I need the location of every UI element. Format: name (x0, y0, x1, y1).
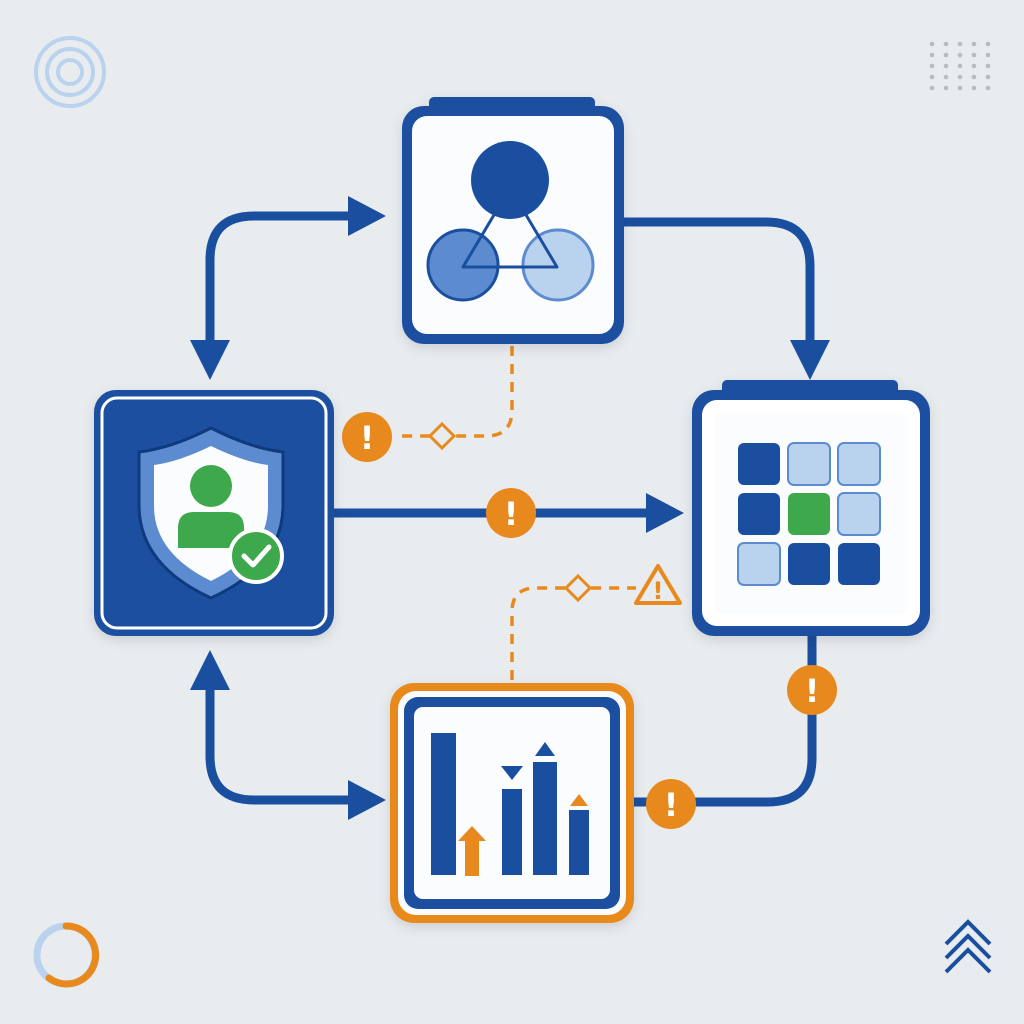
connector-network-to-dashboard (624, 217, 830, 380)
svg-text:!: ! (504, 495, 519, 533)
grid-dashboard-icon (737, 442, 881, 586)
dashed-connector-network-to-security (398, 346, 514, 451)
alert-marker-icon: ! (787, 665, 837, 715)
alert-marker-icon: ! (486, 488, 536, 538)
svg-text:!: ! (664, 786, 679, 824)
bar-chart-icon (431, 733, 589, 876)
dashed-connector-analytics-to-dashboard (510, 573, 636, 680)
dashboard-tile (838, 543, 880, 585)
diamond-marker-icon (427, 421, 457, 451)
decor-dot-grid-icon (929, 41, 991, 91)
decor-chevrons-up-icon (944, 919, 992, 974)
svg-text:!: ! (360, 419, 375, 457)
decor-progress-ring-icon (33, 922, 100, 988)
dashboard-tile (788, 493, 830, 535)
decor-rings-icon (34, 36, 106, 108)
check-icon (241, 544, 272, 568)
connector-dashboard-to-analytics (628, 636, 817, 807)
warning-triangle-icon: ! (634, 564, 682, 605)
network-graph-icon (426, 141, 595, 302)
svg-text:!: ! (805, 672, 820, 710)
svg-text:!: ! (653, 577, 664, 605)
alert-marker-icon: ! (342, 412, 392, 462)
alert-marker-icon: ! (646, 779, 696, 829)
diamond-marker-icon (563, 573, 593, 603)
network-node (402, 97, 624, 344)
dashboard-tile (737, 542, 781, 586)
dashboard-tile (837, 492, 881, 536)
dashboard-tile (787, 442, 831, 486)
dashboard-tile (738, 443, 780, 485)
shield-user-check-icon (137, 426, 285, 600)
connector-security-to-analytics (190, 650, 386, 820)
connector-security-to-network (190, 196, 386, 380)
dashboard-tile (837, 442, 881, 486)
dashboard-tile (788, 543, 830, 585)
dashboard-tile (738, 493, 780, 535)
